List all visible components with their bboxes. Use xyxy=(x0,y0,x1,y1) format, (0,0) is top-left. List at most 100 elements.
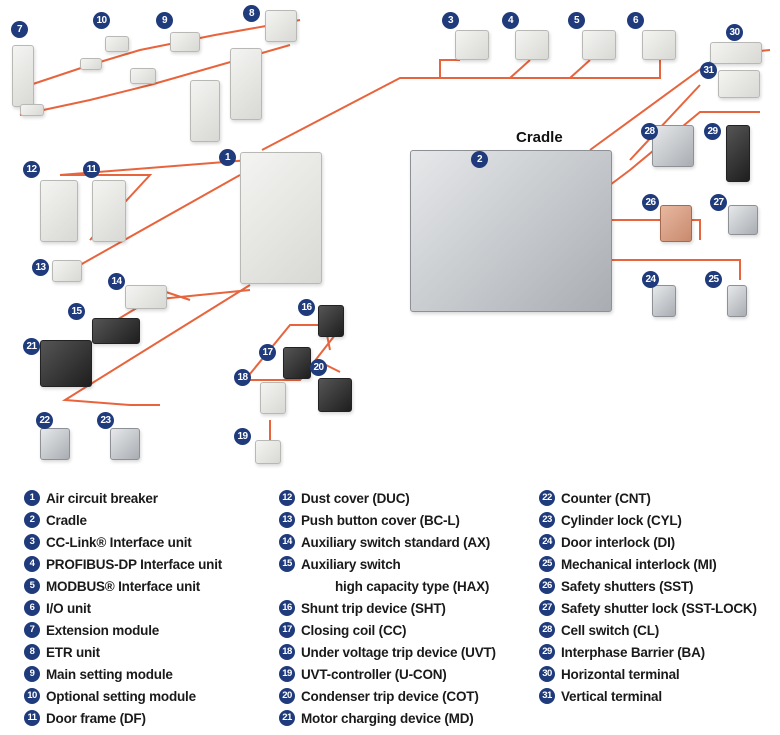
number-badge: 19 xyxy=(279,666,295,682)
legend-label: Safety shutter lock (SST-LOCK) xyxy=(561,600,757,616)
optional-setting-module-image xyxy=(105,36,129,52)
number-badge: 29 xyxy=(539,644,555,660)
legend-item: 5 MODBUS® Interface unit xyxy=(24,575,222,597)
number-badge: 8 xyxy=(24,644,40,660)
callout-badge-12: 12 xyxy=(23,161,40,178)
legend-label: PROFIBUS-DP Interface unit xyxy=(46,556,223,572)
aux-switch-image xyxy=(125,285,167,309)
number-badge: 6 xyxy=(24,600,40,616)
callout-badge-30: 30 xyxy=(726,24,743,41)
number-badge: 13 xyxy=(279,512,295,528)
safety-shutters-image xyxy=(660,205,692,242)
number-badge: 18 xyxy=(279,644,295,660)
number-badge: 25 xyxy=(539,556,555,572)
callout-badge-23: 23 xyxy=(97,412,114,429)
callout-badge-22: 22 xyxy=(36,412,53,429)
legend-label: Auxiliary switch standard (AX) xyxy=(301,534,491,550)
hax-switch-image xyxy=(92,318,140,344)
callout-badge-25: 25 xyxy=(705,271,722,288)
main-setting-module-image xyxy=(170,32,200,52)
legend-label: Dust cover (DUC) xyxy=(301,490,410,506)
legend-item: 7 Extension module xyxy=(24,619,222,641)
etr-unit-image xyxy=(265,10,297,42)
callout-badge-15: 15 xyxy=(68,303,85,320)
profibus-unit-image xyxy=(515,30,549,60)
number-badge: 24 xyxy=(539,534,555,550)
callout-badge-24: 24 xyxy=(642,271,659,288)
number-badge: 26 xyxy=(539,578,555,594)
cell-switch-image xyxy=(652,125,694,167)
connector-line xyxy=(430,60,661,79)
callout-badge-17: 17 xyxy=(259,344,276,361)
dust-cover-image xyxy=(40,180,78,242)
number-badge: 23 xyxy=(539,512,555,528)
callout-badge-9: 9 xyxy=(156,12,173,29)
cradle-image xyxy=(410,150,612,312)
cylinder-lock-image xyxy=(110,428,140,460)
number-badge: 4 xyxy=(24,556,40,572)
legend-label: ETR unit xyxy=(46,644,100,660)
legend-label: Air circuit breaker xyxy=(46,490,158,506)
breaker-image xyxy=(240,152,322,284)
legend-item: 4 PROFIBUS-DP Interface unit xyxy=(24,553,222,575)
number-badge: 22 xyxy=(539,490,555,506)
shunt-trip-device-image xyxy=(318,305,344,337)
callout-badge-13: 13 xyxy=(32,259,49,276)
cc-link-unit-image xyxy=(455,30,489,60)
callout-badge-14: 14 xyxy=(108,273,125,290)
callout-badge-21: 21 xyxy=(23,338,40,355)
callout-badge-8: 8 xyxy=(243,5,260,22)
callout-badge-26: 26 xyxy=(642,194,659,211)
legend-label: Counter (CNT) xyxy=(561,490,651,506)
mechanical-interlock-image xyxy=(727,285,747,317)
modbus-unit-image xyxy=(582,30,616,60)
vertical-terminal-image xyxy=(718,70,760,98)
legend-label-continued: high capacity type (HAX) xyxy=(335,578,490,594)
legend-item: 29 Interphase Barrier (BA) xyxy=(539,641,757,663)
legend-item: 24 Door interlock (DI) xyxy=(539,531,757,553)
legend-label: Extension module xyxy=(46,622,160,638)
extension-module-image xyxy=(80,58,102,70)
callout-badge-10: 10 xyxy=(93,12,110,29)
legend-label: I/O unit xyxy=(46,600,91,616)
safety-shutter-lock-image xyxy=(728,205,758,235)
callout-badge-29: 29 xyxy=(704,123,721,140)
legend-label: MODBUS® Interface unit xyxy=(46,578,201,594)
number-badge: 7 xyxy=(24,622,40,638)
legend-label: Door interlock (DI) xyxy=(561,534,675,550)
legend-label: Safety shutters (SST) xyxy=(561,578,694,594)
legend-label: Under voltage trip device (UVT) xyxy=(301,644,496,660)
callout-badge-16: 16 xyxy=(298,299,315,316)
legend-item: 26 Safety shutters (SST) xyxy=(539,575,757,597)
connector-line xyxy=(629,84,701,161)
callout-badge-20: 20 xyxy=(310,359,327,376)
callout-badge-4: 4 xyxy=(502,12,519,29)
number-badge: 12 xyxy=(279,490,295,506)
counter-image xyxy=(40,428,70,460)
number-badge: 14 xyxy=(279,534,295,550)
callout-badge-5: 5 xyxy=(568,12,585,29)
legend-item: 8 ETR unit xyxy=(24,641,222,663)
number-badge: 5 xyxy=(24,578,40,594)
connector-line xyxy=(509,59,531,79)
legend-item: 18 Under voltage trip device (UVT) xyxy=(279,641,496,663)
condenser-trip-device-image xyxy=(318,378,352,412)
number-badge: 17 xyxy=(279,622,295,638)
legend-label: Mechanical interlock (MI) xyxy=(561,556,717,572)
callout-badge-7: 7 xyxy=(11,21,28,38)
legend-label: Condenser trip device (COT) xyxy=(301,688,479,704)
door-frame-image xyxy=(92,180,126,242)
legend-label: Interphase Barrier (BA) xyxy=(561,644,705,660)
